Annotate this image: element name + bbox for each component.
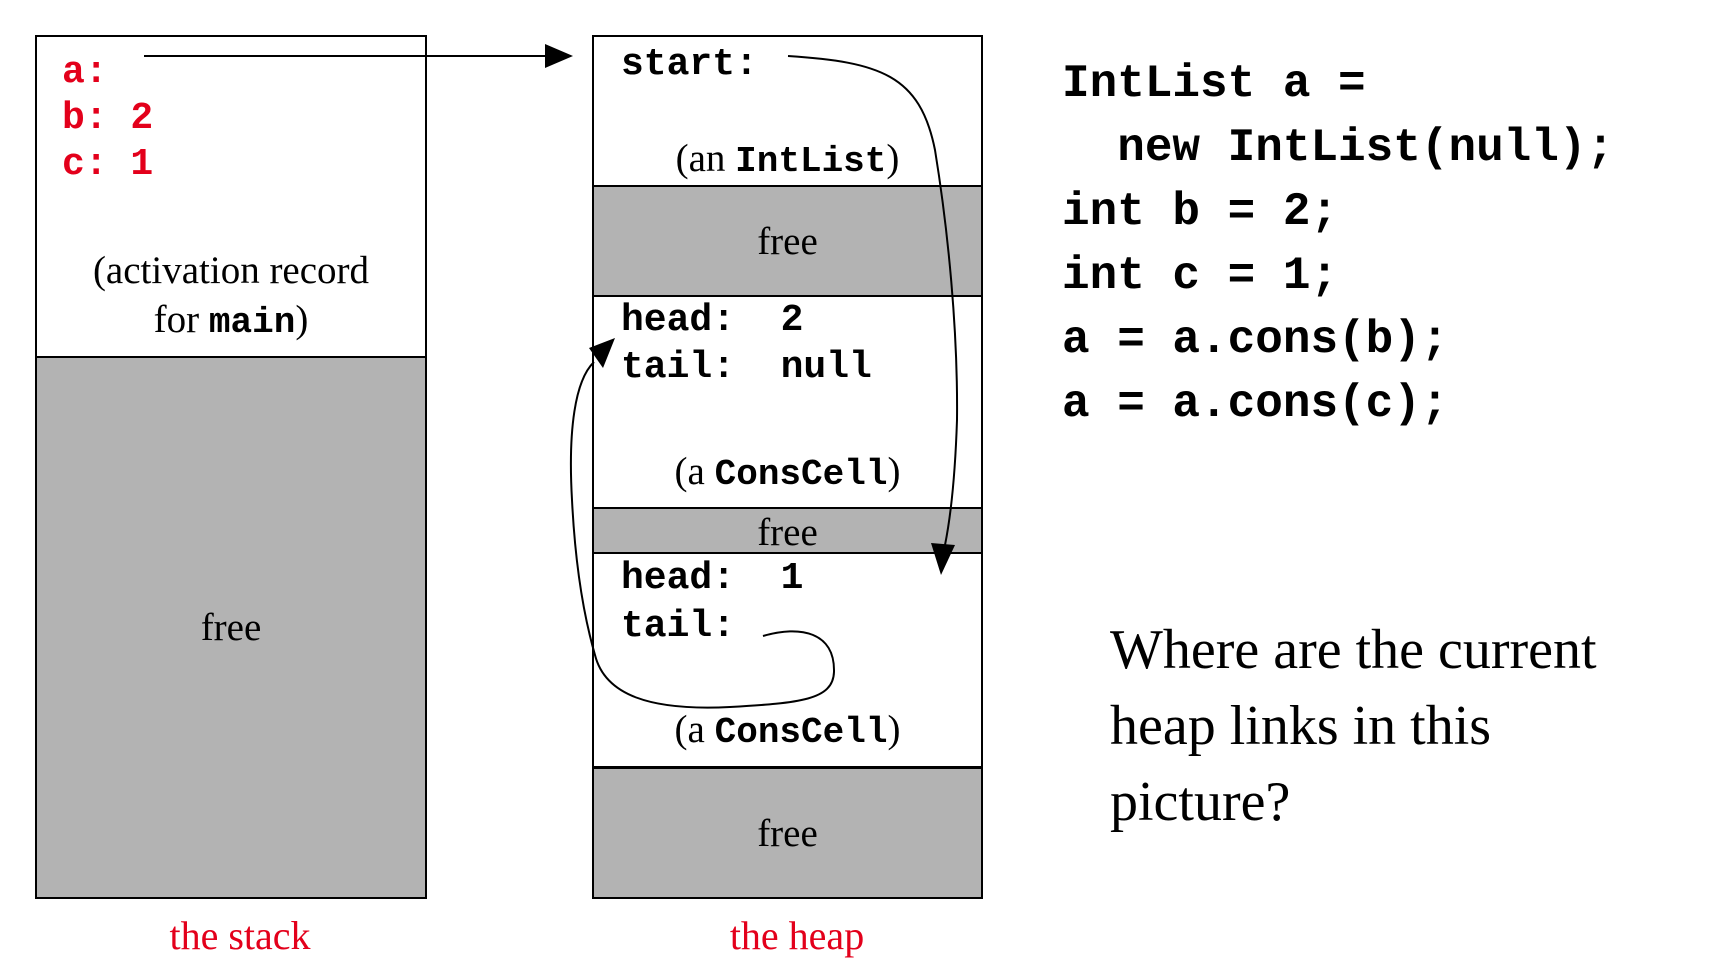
stack-free-label: free bbox=[200, 606, 262, 649]
stack-caption: the stack bbox=[169, 913, 311, 958]
question-line-1: Where are the current bbox=[1110, 619, 1597, 681]
code-line-3: int b = 2; bbox=[1062, 186, 1339, 238]
arrow-start-to-conscell-2 bbox=[787, 55, 959, 575]
code-line-2: new IntList(null); bbox=[1062, 122, 1615, 174]
heap-free-block-1: free bbox=[592, 185, 983, 297]
conscell-2-tail: tail: bbox=[621, 605, 736, 648]
question-text: Where are the current heap links in this… bbox=[1110, 612, 1597, 840]
arrow-a-to-intlist bbox=[144, 44, 573, 68]
activation-record bbox=[35, 35, 427, 358]
code-line-4: int c = 1; bbox=[1062, 250, 1339, 302]
arrow-tail-to-conscell-1 bbox=[569, 338, 836, 709]
intlist-type-label: (an IntList) bbox=[675, 137, 900, 182]
stack-var-c-value: 1 bbox=[130, 143, 154, 186]
heap-free-block-3: free bbox=[592, 766, 983, 899]
intlist-start-field: start: bbox=[621, 43, 758, 86]
heap-free-block-2: free bbox=[592, 507, 983, 554]
conscell-1-tail: tail: null bbox=[621, 346, 872, 389]
question-line-3: picture? bbox=[1110, 771, 1291, 833]
stack-var-a: a: bbox=[62, 51, 108, 94]
code-line-1: IntList a = bbox=[1062, 58, 1366, 110]
code-line-5: a = a.cons(b); bbox=[1062, 314, 1449, 366]
activation-record-label: (activation record for main) bbox=[92, 249, 370, 343]
conscell-2 bbox=[592, 552, 983, 768]
stack-var-b: b: 2 bbox=[62, 97, 154, 140]
stack-free-area: free bbox=[35, 356, 427, 899]
stack-var-b-value: 2 bbox=[130, 97, 154, 140]
conscell-2-type-label: (a ConsCell) bbox=[674, 708, 901, 753]
conscell-2-head: head: 1 bbox=[621, 557, 804, 600]
code-line-6: a = a.cons(c); bbox=[1062, 378, 1449, 430]
stack-var-c: c: 1 bbox=[62, 143, 154, 186]
conscell-1-type-label: (a ConsCell) bbox=[674, 450, 901, 495]
heap-intlist-object bbox=[592, 35, 983, 187]
question-line-2: heap links in this bbox=[1110, 695, 1492, 757]
heap-caption: the heap bbox=[729, 913, 865, 958]
conscell-1-head: head: 2 bbox=[621, 299, 804, 342]
